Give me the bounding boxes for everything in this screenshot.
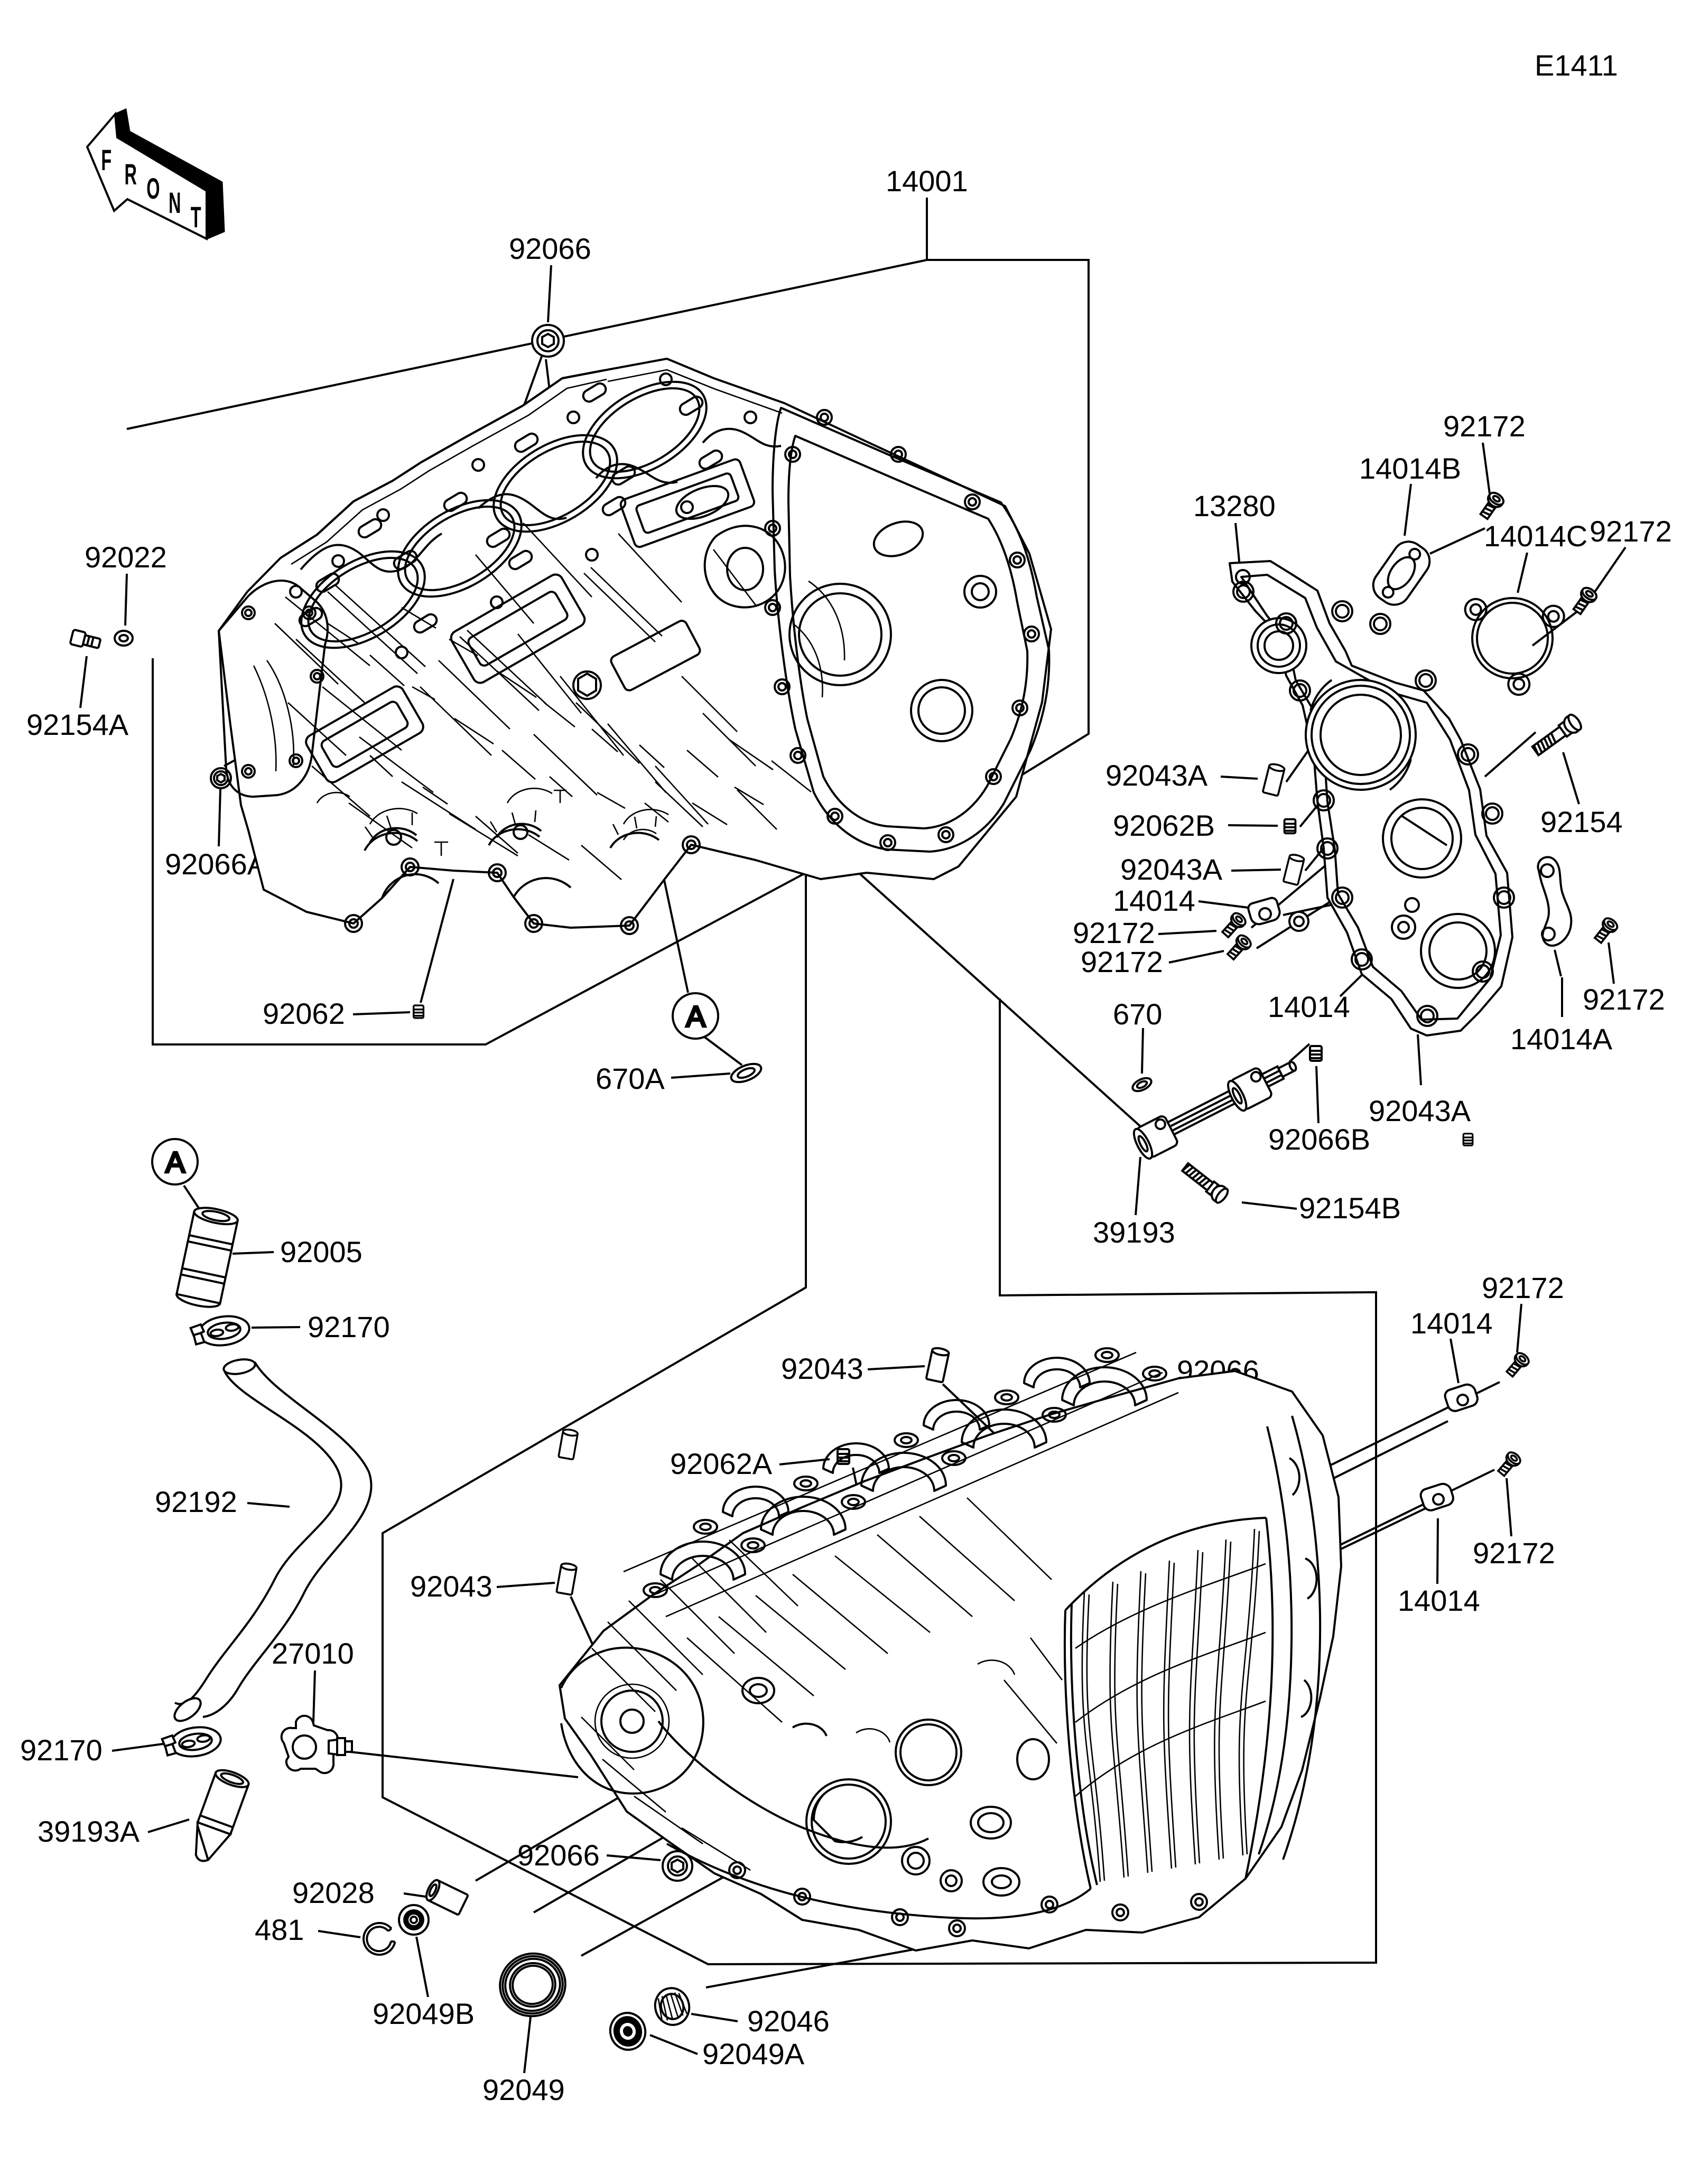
svg-text:92172: 92172 — [1590, 515, 1672, 548]
svg-text:92062B: 92062B — [1113, 809, 1215, 842]
svg-text:92154: 92154 — [1540, 805, 1623, 838]
svg-text:92066: 92066 — [517, 1838, 600, 1872]
svg-text:92154A: 92154A — [26, 708, 129, 741]
svg-text:27010: 27010 — [272, 1637, 354, 1670]
svg-text:O: O — [146, 172, 160, 205]
svg-text:39193: 39193 — [1093, 1216, 1175, 1249]
svg-text:92154B: 92154B — [1299, 1191, 1401, 1225]
svg-text:13280: 13280 — [1193, 489, 1276, 522]
svg-text:92172: 92172 — [1073, 916, 1155, 949]
svg-text:92049: 92049 — [482, 2073, 565, 2106]
svg-text:92043A: 92043A — [1120, 853, 1223, 886]
svg-text:92028: 92028 — [292, 1876, 375, 1909]
svg-text:92046: 92046 — [747, 2004, 830, 2038]
svg-text:14014C: 14014C — [1484, 519, 1587, 553]
svg-text:39193A: 39193A — [38, 1815, 140, 1848]
svg-text:92043: 92043 — [781, 1352, 863, 1385]
svg-text:92172: 92172 — [1583, 983, 1665, 1016]
svg-text:92066A: 92066A — [165, 847, 267, 881]
svg-text:481: 481 — [255, 1913, 304, 1946]
svg-text:92172: 92172 — [1473, 1536, 1555, 1570]
svg-text:92062A: 92062A — [670, 1447, 773, 1480]
svg-text:92170: 92170 — [20, 1733, 103, 1767]
svg-text:14014: 14014 — [1410, 1306, 1493, 1340]
svg-text:670A: 670A — [596, 1062, 665, 1095]
svg-text:92172: 92172 — [1482, 1271, 1564, 1304]
svg-text:14001: 14001 — [886, 164, 968, 198]
svg-text:92049B: 92049B — [373, 1997, 475, 2030]
svg-text:92062: 92062 — [263, 997, 345, 1030]
svg-text:N: N — [169, 186, 181, 219]
svg-text:F: F — [101, 144, 112, 176]
svg-text:14014: 14014 — [1268, 990, 1350, 1023]
svg-text:14014: 14014 — [1113, 884, 1195, 917]
svg-text:670: 670 — [1113, 997, 1162, 1031]
svg-text:A: A — [165, 1145, 185, 1179]
svg-text:92172: 92172 — [1443, 409, 1526, 443]
svg-text:E1411: E1411 — [1535, 49, 1618, 82]
svg-text:14014: 14014 — [1398, 1584, 1480, 1617]
svg-text:R: R — [124, 158, 136, 191]
svg-text:92066B: 92066B — [1268, 1123, 1370, 1156]
svg-text:14014A: 14014A — [1510, 1022, 1613, 1056]
svg-text:92043A: 92043A — [1105, 759, 1208, 792]
svg-text:92192: 92192 — [155, 1485, 237, 1518]
svg-text:92022: 92022 — [85, 540, 167, 574]
svg-text:T: T — [191, 201, 201, 234]
svg-text:92005: 92005 — [280, 1235, 363, 1268]
svg-text:92049A: 92049A — [702, 2037, 805, 2070]
svg-text:92172: 92172 — [1081, 945, 1163, 978]
svg-text:92043A: 92043A — [1369, 1094, 1471, 1127]
svg-text:92066: 92066 — [509, 232, 591, 265]
svg-text:92043: 92043 — [410, 1570, 493, 1603]
svg-text:14014B: 14014B — [1359, 452, 1461, 485]
svg-text:A: A — [686, 1000, 706, 1033]
svg-text:92170: 92170 — [308, 1310, 390, 1343]
